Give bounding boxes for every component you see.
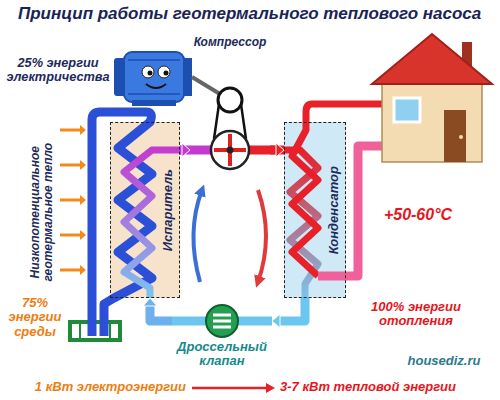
heat-arrows (80, 125, 86, 135)
motor (146, 84, 166, 88)
ground-frame (109, 322, 111, 340)
cycle-arrows (258, 190, 266, 282)
heat-source-note: Низкопотенциальное геотермальное тепло (29, 137, 55, 287)
heat-arrows (80, 230, 86, 240)
throttle-valve-symbol (213, 314, 231, 317)
compressor-fan (211, 131, 249, 169)
cycle-arrows (193, 190, 202, 282)
motor (124, 52, 184, 102)
throttle-pipe (172, 321, 272, 322)
refrigerant-pipe (270, 143, 284, 157)
heating-pipe (318, 146, 382, 276)
energy-arrow (266, 383, 275, 393)
heating-output-note: 100% энергии отопления (356, 300, 476, 329)
ground-frame (79, 322, 81, 340)
node-name: Дроссельный клапан (172, 340, 272, 369)
heat-arrows (60, 269, 80, 272)
heat-arrows (80, 265, 86, 275)
refrigerant-pipe (280, 298, 305, 321)
house (372, 34, 492, 162)
heat-arrows (60, 129, 80, 132)
refrigerant-pipe (270, 146, 276, 155)
drive-belt (218, 88, 242, 112)
house (382, 80, 482, 162)
compressor-fan (227, 147, 234, 154)
temperature-note: +50-60°C (370, 206, 466, 224)
flow-arrowhead (276, 143, 284, 157)
heat-output-note: 3-7 кВт тепловой энергии (280, 380, 494, 394)
refrigerant-pipe (143, 298, 172, 321)
condenser-box: Конденсатор (284, 122, 346, 298)
house (394, 98, 420, 122)
vertical-name: Конденсатор (327, 166, 341, 254)
compressor-fan (211, 131, 249, 169)
motor (114, 52, 220, 106)
compressor-unit: Компрессор (190, 34, 270, 174)
heat-arrows (80, 160, 86, 170)
motor (158, 66, 170, 78)
cycle-arrows (193, 190, 266, 282)
heat-arrows (60, 125, 86, 275)
node-name: Компрессор (190, 36, 270, 49)
throttle-valve-symbol (213, 326, 231, 329)
refrigerant-pipe (180, 143, 190, 157)
throttle-valve-symbol (213, 320, 231, 323)
heat-arrows (80, 195, 86, 205)
motor (184, 58, 192, 96)
motor (148, 71, 153, 76)
throttle-valve-symbol (206, 305, 238, 337)
diagram-title: Принцип работы геотермального теплового … (18, 5, 481, 24)
refrigerant-pipe (150, 306, 172, 321)
heating-pipe (292, 104, 382, 276)
motor (128, 59, 180, 61)
energy-input-note: 25% энергии электричества (6, 56, 110, 84)
watermark: housediz.ru (398, 354, 490, 368)
motor (164, 71, 169, 76)
heating-pipe (292, 104, 382, 276)
energy-arrow (192, 387, 266, 390)
evaporator-box: Испаритель (110, 122, 180, 298)
motor (128, 93, 180, 95)
motor (192, 77, 220, 94)
house (459, 135, 463, 139)
power-input-note: 1 кВт электроэнергии (14, 380, 186, 394)
heat-arrows (60, 164, 80, 167)
house (444, 110, 466, 162)
vertical-name: Испаритель (161, 169, 175, 251)
house (372, 34, 492, 84)
motor (142, 66, 154, 78)
flow-arrowhead (182, 143, 190, 157)
throttle-valve-symbol (206, 305, 238, 337)
flow-arrowhead (143, 298, 157, 306)
energy-arrow (192, 383, 275, 393)
energy-source-note: 75% энергии среды (3, 296, 67, 339)
evaporator-coil (124, 150, 180, 298)
refrigerant-pipe (272, 298, 305, 328)
evaporator-coil (124, 150, 180, 298)
throttle-valve: Дроссельный клапан (172, 302, 272, 374)
motor (132, 100, 176, 106)
flow-arrowhead (272, 314, 280, 328)
heat-arrows (60, 199, 80, 202)
heat-arrows (60, 234, 80, 237)
